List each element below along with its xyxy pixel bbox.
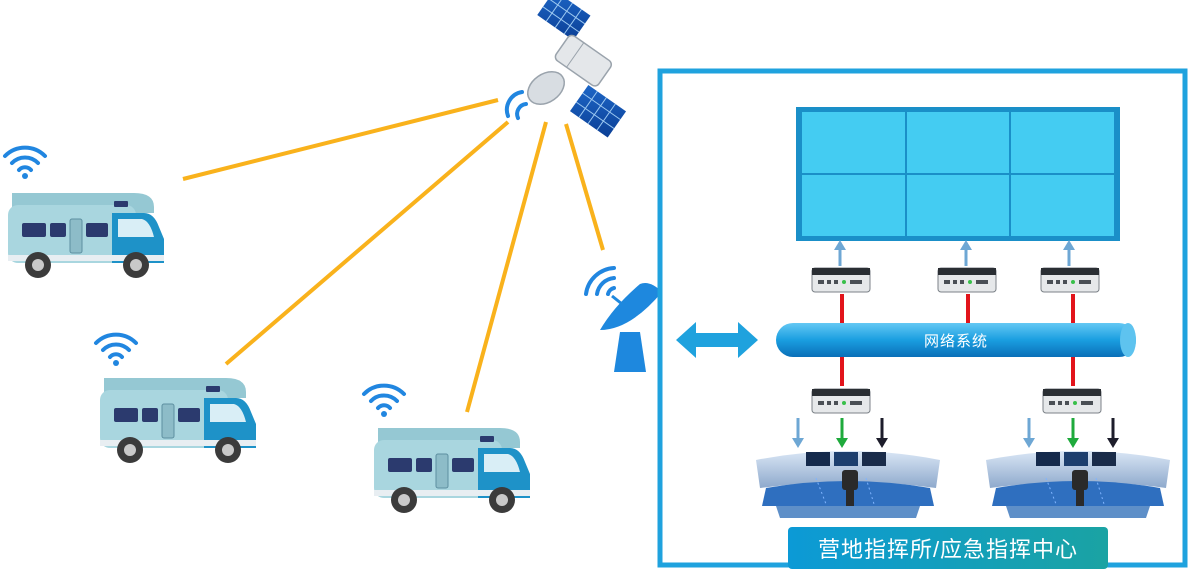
camper-vehicle-icon	[7, 192, 165, 279]
encoder-box-icon	[811, 388, 871, 414]
wifi-icon	[3, 145, 47, 181]
command-center-label-bg	[788, 527, 1108, 569]
network-system-label: 网络系统	[923, 332, 988, 350]
camper-vehicle-2	[94, 332, 257, 464]
console-input-arrows	[792, 418, 1119, 448]
satellite-icon	[504, 0, 627, 138]
network-cables	[840, 294, 1075, 386]
network-system-bus	[776, 323, 1136, 357]
satellite-links	[182, 98, 605, 413]
control-console-icon	[985, 450, 1171, 519]
command-center-label: 营地指挥所/应急指挥中心	[817, 537, 1079, 562]
satellite-link-vehicle-3	[465, 121, 548, 413]
camper-vehicle-icon	[99, 377, 257, 464]
satellite-link-vehicle-1	[182, 98, 499, 181]
encoder-box-icon	[811, 267, 871, 293]
encoder-box-icon	[1040, 267, 1100, 293]
encoder-box-icon	[1042, 388, 1102, 414]
satellite-link-vehicle-2	[224, 120, 510, 366]
video-wall	[796, 107, 1120, 241]
video-output-arrows	[834, 240, 1075, 266]
wifi-icon	[362, 383, 406, 419]
wifi-icon	[94, 332, 138, 368]
satellite-dish-icon	[584, 266, 662, 372]
control-console-icon	[755, 450, 941, 519]
camper-vehicle-icon	[373, 427, 531, 514]
satellite-link-ground-station	[564, 123, 605, 251]
camper-vehicle-1	[3, 145, 165, 279]
camper-vehicle-3	[362, 383, 531, 514]
double-arrow-icon	[676, 322, 758, 358]
encoder-box-icon	[937, 267, 997, 293]
